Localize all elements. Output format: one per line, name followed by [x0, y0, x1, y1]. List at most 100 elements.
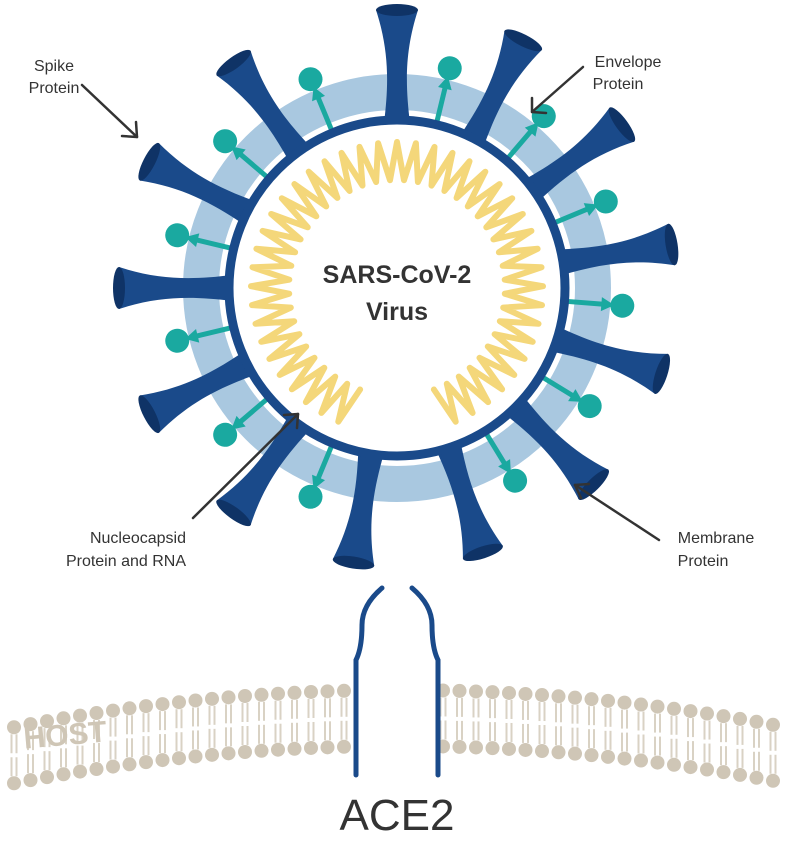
- membrane-proteins: [165, 56, 635, 509]
- lipid-head: [254, 743, 269, 758]
- lipid-head: [749, 714, 764, 729]
- lipid-head: [271, 686, 285, 701]
- lipid-head: [337, 739, 351, 754]
- host-cell-membrane: [7, 672, 780, 791]
- lipid-head: [700, 762, 714, 777]
- lipid-head: [551, 689, 566, 704]
- virus-title-line1: SARS-CoV-2: [323, 261, 472, 289]
- lipid-head: [106, 703, 120, 718]
- lipid-head: [733, 711, 747, 726]
- lipid-head: [271, 742, 285, 757]
- lipid-head: [634, 753, 648, 768]
- spike-protein: [138, 351, 256, 434]
- lipid-head: [254, 687, 269, 702]
- lipid-head: [89, 706, 104, 721]
- lipid-head: [73, 764, 87, 779]
- lipid-head: [485, 741, 500, 756]
- lipid-head: [617, 751, 632, 766]
- lipid-head: [320, 740, 335, 755]
- lipid-head: [518, 742, 533, 757]
- lipid-head: [667, 701, 681, 716]
- membrane-protein: [298, 442, 336, 509]
- lipid-head: [139, 755, 153, 770]
- virus-particle: [113, 4, 679, 570]
- lipid-head: [716, 709, 731, 724]
- spike-protein: [522, 107, 636, 202]
- membrane-protein: [165, 324, 235, 353]
- spike-protein: [113, 267, 232, 309]
- lipid-head: [287, 685, 302, 700]
- membrane-protein: [564, 293, 635, 318]
- lipid-head: [485, 685, 500, 700]
- lipid-head: [304, 684, 318, 699]
- lipid-head: [749, 770, 764, 785]
- lipid-head: [584, 692, 599, 707]
- lipid-head: [469, 740, 483, 755]
- membrane-label-line2: Protein: [678, 553, 729, 570]
- lipid-head: [23, 773, 38, 788]
- lipid-head: [617, 695, 632, 710]
- membrane-protein: [538, 373, 602, 419]
- lipid-head: [89, 762, 104, 777]
- lipid-head: [568, 746, 582, 761]
- lipid-head: [122, 701, 137, 716]
- lipid-head: [56, 767, 71, 782]
- lipid-head: [188, 693, 203, 708]
- membrane-label-line1: Membrane: [678, 530, 755, 547]
- lipid-head: [733, 767, 747, 782]
- envelope-arrow: [530, 65, 585, 115]
- spike-label-line1: Spike: [34, 58, 74, 75]
- membrane-protein: [504, 104, 556, 162]
- lipid-head: [205, 747, 219, 762]
- membrane-protein: [298, 67, 336, 134]
- spike-protein: [460, 29, 543, 147]
- lipid-head: [667, 757, 681, 772]
- lipid-head: [452, 739, 467, 754]
- spike-protein: [216, 413, 311, 527]
- spike-protein: [376, 4, 418, 123]
- spike-protein: [549, 326, 671, 394]
- lipid-head: [700, 706, 714, 721]
- ace2-label: ACE2: [340, 791, 455, 840]
- lipid-head: [337, 683, 351, 698]
- lipid-head: [221, 746, 236, 761]
- lipid-head: [634, 697, 648, 712]
- lipid-head: [766, 773, 780, 788]
- lipid-head: [518, 686, 533, 701]
- nucleocapsid-label-line2: Protein and RNA: [66, 553, 186, 570]
- lipid-head: [469, 684, 483, 699]
- lipid-head: [568, 690, 582, 705]
- lipid-head: [551, 745, 566, 760]
- spike-proteins: [113, 4, 679, 570]
- lipid-head: [502, 685, 516, 700]
- membrane-protein: [213, 395, 271, 447]
- lipid-head: [238, 689, 252, 704]
- lipid-head: [155, 753, 170, 768]
- lipid-head: [40, 714, 54, 729]
- lipid-head: [287, 741, 302, 756]
- lipid-head: [650, 699, 665, 714]
- lipid-head: [7, 720, 21, 735]
- lipid-head: [139, 699, 153, 714]
- lipid-head: [601, 749, 615, 764]
- lipid-head: [56, 711, 71, 726]
- receptor-gap: [358, 672, 436, 772]
- membrane-protein: [165, 223, 235, 252]
- envelope-label-line1: Envelope: [595, 54, 662, 71]
- nucleocapsid-arrow: [191, 412, 300, 520]
- envelope-label-line2: Protein: [593, 76, 644, 93]
- spike-protein: [557, 223, 679, 276]
- membrane-protein: [551, 189, 618, 227]
- spike-protein: [435, 440, 503, 562]
- lipid-head: [716, 765, 731, 780]
- spike-protein: [216, 49, 311, 163]
- membrane-protein: [213, 129, 271, 181]
- ace2-receptor: [353, 585, 441, 778]
- lipid-head: [683, 760, 698, 775]
- spike-arrow: [80, 83, 139, 139]
- lipid-head: [122, 757, 137, 772]
- lipid-head: [304, 740, 318, 755]
- lipid-head: [188, 749, 203, 764]
- lipid-head: [172, 695, 186, 710]
